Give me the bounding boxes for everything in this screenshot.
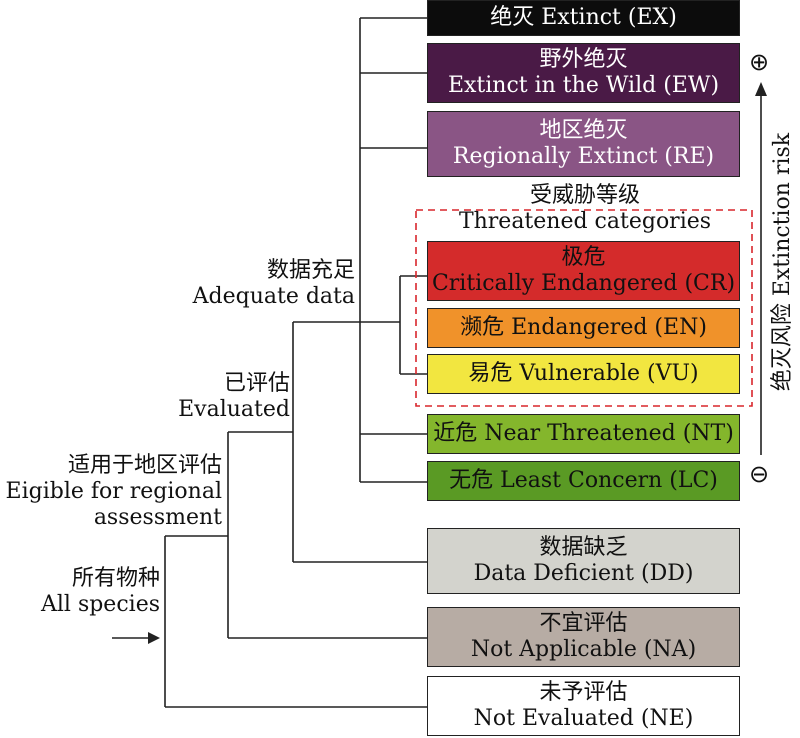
risk-plus-icon: ⊕ [749,48,770,76]
category-ne: 未予评估 Not Evaluated (NE) [427,676,740,736]
category-ew-en: Extinct in the Wild (EW) [447,73,720,98]
all-species-label-en: All species [40,592,160,617]
category-nt: 近危 Near Threatened (NT) [427,414,740,454]
category-vu-text: 易危 Vulnerable (VU) [468,361,699,386]
threatened-label-en: Threatened categories [458,209,712,234]
all-species-arrow-head [148,632,160,644]
category-cr-zh: 极危 [561,245,606,270]
category-ew-zh: 野外绝灭 [539,47,628,72]
adequate-data-label-zh: 数据充足 [266,258,355,283]
eligible-label-en2: assessment [93,505,222,530]
adequate-data-label: 数据充足 Adequate data [193,258,355,310]
evaluated-label-en: Evaluated [178,397,290,422]
category-ne-zh: 未予评估 [539,680,628,705]
threatened-dashed-box [415,209,753,407]
category-na: 不宜评估 Not Applicable (NA) [427,607,740,667]
category-ex: 绝灭 Extinct (EX) [427,0,740,36]
adequate-data-label-en: Adequate data [192,284,355,309]
threatened-label: 受威胁等级 Threatened categories [440,183,730,235]
category-re-zh: 地区绝灭 [539,118,628,143]
risk-axis-label: 绝灭风险 Extinction risk [770,132,795,392]
category-dd-en: Data Deficient (DD) [473,561,694,586]
eligible-label-zh: 适用于地区评估 [67,453,222,478]
category-ew: 野外绝灭 Extinct in the Wild (EW) [427,43,740,103]
category-na-zh: 不宜评估 [539,611,628,636]
eligible-label-en1: Eigible for regional [5,479,222,504]
risk-arrow-head [755,82,767,96]
category-vu: 易危 Vulnerable (VU) [427,354,740,394]
category-re-en: Regionally Extinct (RE) [452,144,715,169]
risk-minus-icon: ⊖ [749,460,770,488]
category-nt-text: 近危 Near Threatened (NT) [433,421,734,446]
evaluated-label-zh: 已评估 [223,371,290,396]
category-na-en: Not Applicable (NA) [470,637,697,662]
category-cr: 极危 Critically Endangered (CR) [427,241,740,301]
evaluated-label: 已评估 Evaluated [178,371,290,423]
threatened-label-zh: 受威胁等级 [529,183,640,208]
category-lc-text: 无危 Least Concern (LC) [449,468,718,493]
category-lc: 无危 Least Concern (LC) [427,461,740,501]
category-dd: 数据缺乏 Data Deficient (DD) [427,528,740,594]
category-cr-en: Critically Endangered (CR) [431,271,736,296]
eligible-label: 适用于地区评估 Eigible for regional assessment [6,453,222,531]
category-dd-zh: 数据缺乏 [539,535,628,560]
all-species-label: 所有物种 All species [41,566,160,618]
category-ex-text: 绝灭 Extinct (EX) [490,5,677,30]
category-re: 地区绝灭 Regionally Extinct (RE) [427,111,740,177]
category-en-text: 濒危 Endangered (EN) [460,315,707,340]
all-species-label-zh: 所有物种 [71,566,160,591]
category-ne-en: Not Evaluated (NE) [473,706,694,731]
category-en: 濒危 Endangered (EN) [427,308,740,348]
